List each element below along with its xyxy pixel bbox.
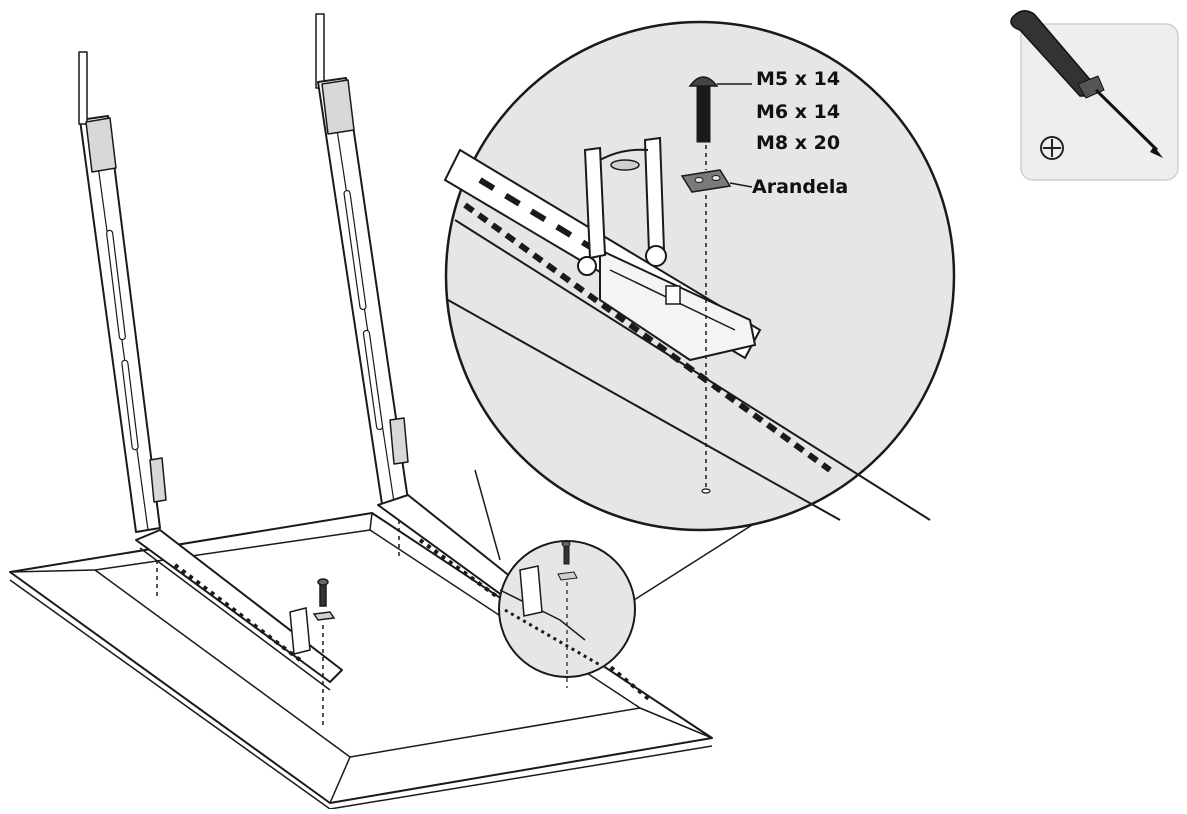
tv-panel [9, 512, 713, 810]
screw-size-m5-label: M5 x 14 [756, 68, 841, 90]
screw-size-m6-label: M6 x 14 [756, 101, 841, 123]
detail-callout-large [443, 20, 956, 532]
screw-size-m8-label: M8 x 20 [756, 132, 841, 154]
callout-connector [633, 519, 761, 601]
phillips-drive-icon [1040, 136, 1064, 160]
tool-panel [1010, 10, 1179, 181]
callout-connector [474, 469, 501, 561]
detail-callout-small [498, 540, 636, 688]
phillips-screwdriver-icon [1010, 10, 1163, 158]
washer-label: Arandela [752, 176, 849, 198]
main-fasteners [156, 520, 400, 725]
left-bracket [78, 51, 343, 691]
